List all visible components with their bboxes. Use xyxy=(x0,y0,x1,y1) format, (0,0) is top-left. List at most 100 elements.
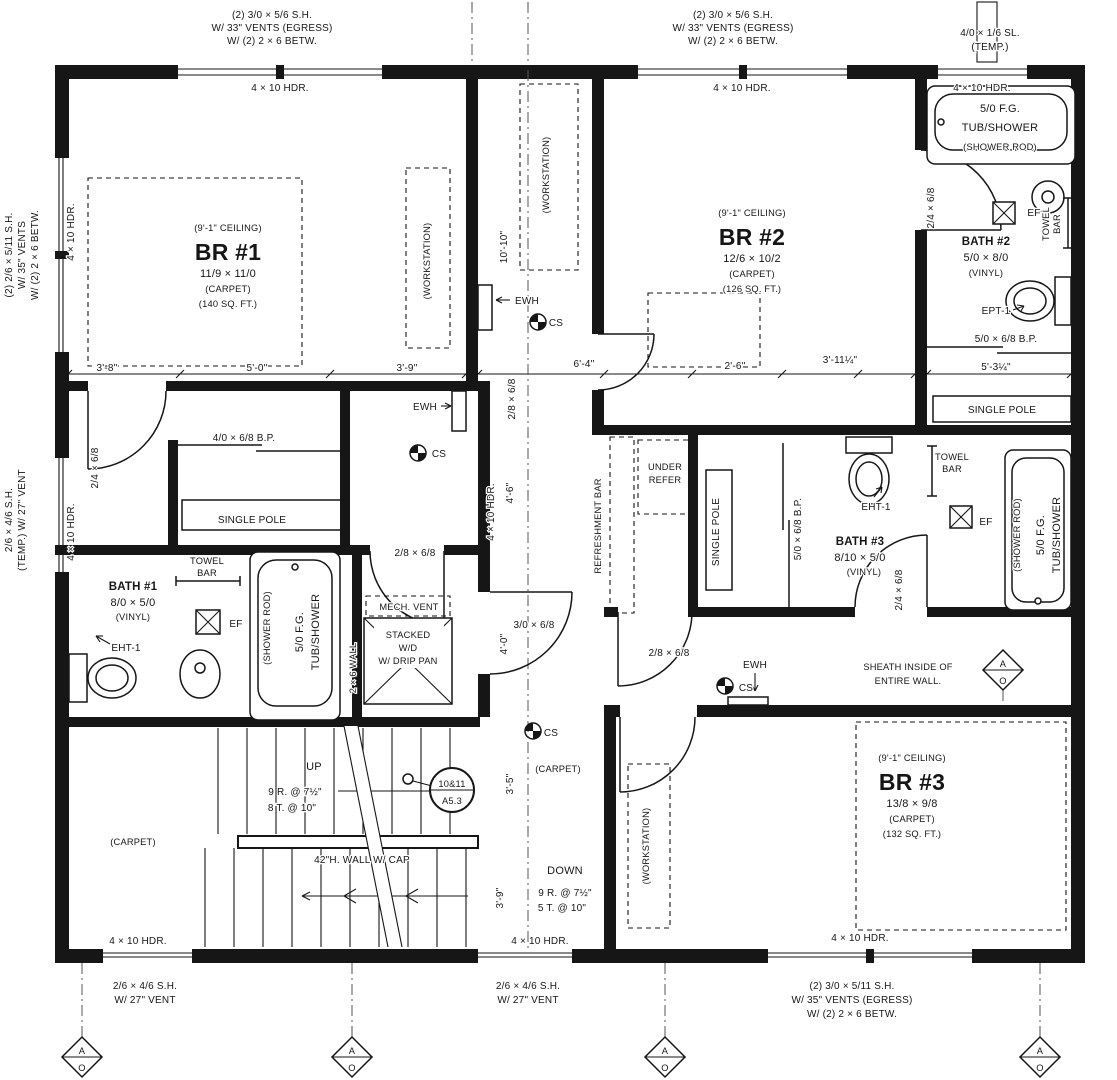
window-note-left-lower-1: 2/6 × 4/6 S.H. xyxy=(4,488,15,552)
closet2-bypass: 5/0 × 6/8 B.P. xyxy=(975,334,1037,345)
section-marker-wall: A O xyxy=(981,648,1025,692)
br3-area: (132 SQ. FT.) xyxy=(883,829,941,839)
dim-10-10: 10'-10" xyxy=(499,231,510,264)
leader-arrows xyxy=(95,296,1025,692)
bath1-eht: EHT-1 xyxy=(111,643,141,654)
dashed-outlines xyxy=(87,83,1067,931)
bath1-ef: EF xyxy=(229,619,242,630)
br2-ceiling: (9'-1" CEILING) xyxy=(718,208,785,218)
bath2-size: 5/0 × 8/0 xyxy=(964,252,1009,264)
window-note-top-right-2: W/ 33" VENTS (EGRESS) xyxy=(672,23,793,34)
closet1-pole: SINGLE POLE xyxy=(218,515,286,526)
bath3-toilet xyxy=(845,436,893,505)
stair-down-treads: 5 T. @ 10" xyxy=(538,903,587,914)
bath2-exhaust-fan xyxy=(992,201,1016,225)
stair-guard-wall xyxy=(237,835,479,849)
section-marker-4: A O xyxy=(1018,1035,1062,1079)
cs-symbol-2 xyxy=(409,444,427,462)
under-refer-1: UNDER xyxy=(648,462,682,472)
window-note-slider-1: 4/0 × 1/6 SL. xyxy=(960,28,1020,39)
bath2-tub xyxy=(926,85,1076,165)
section-marker-3: A O xyxy=(643,1035,687,1079)
closet3-pole: SINGLE POLE xyxy=(711,498,722,566)
marker-letter-o: O xyxy=(1036,1063,1043,1073)
closet3-bypass: 5/0 × 6/8 B.P. xyxy=(793,498,804,560)
window-note-left-upper-3: W/ (2) 2 × 6 BETW. xyxy=(30,210,41,300)
stair-up-treads: 8 T. @ 10" xyxy=(268,803,317,814)
bath3-tub-label-2: TUB/SHOWER xyxy=(1051,497,1063,574)
dim-6-4: 6'-4" xyxy=(574,359,595,370)
bath1-tub-label-2: TUB/SHOWER xyxy=(310,594,322,671)
bath2-toilet xyxy=(1005,276,1072,326)
refreshment-bar-label: REFRESHMENT BAR xyxy=(593,478,603,573)
window-note-top-right-3: W/ (2) 2 × 6 BETW. xyxy=(688,36,778,47)
door-size: 2/8 × 6/8 xyxy=(507,378,518,419)
workstation-3-outline xyxy=(627,763,671,929)
wall-2x6-label: 2 × 6 WALL xyxy=(348,643,358,694)
window-note-bottom-mid-1: 2/6 × 4/6 S.H. xyxy=(496,981,560,992)
bath2-tub-label-1: 5/0 F.G. xyxy=(980,103,1020,115)
refreshment-bar-counter xyxy=(609,436,635,614)
br3-name: BR #3 xyxy=(879,769,945,795)
dim-2-6: 2'-6" xyxy=(725,361,746,372)
annotations: (2) 3/0 × 5/6 S.H. W/ 33" VENTS (EGRESS)… xyxy=(3,9,1064,1021)
detail-callout xyxy=(402,767,475,813)
header-label: 4 × 10 HDR. xyxy=(486,483,497,541)
water-heater-2 xyxy=(451,390,467,432)
header-label: 4 × 10 HDR. xyxy=(66,503,77,561)
workstation-label: (WORKSTATION) xyxy=(541,137,551,214)
bath3-exhaust-fan xyxy=(949,505,973,529)
ewh-label: EWH xyxy=(413,402,437,413)
dim-3-11: 3'-11¼" xyxy=(823,354,858,366)
bath3-tub-label-1: 5/0 F.G. xyxy=(1035,515,1047,555)
bath1-size: 8/0 × 5/0 xyxy=(111,597,156,609)
br1-size: 11/9 × 11/0 xyxy=(200,268,256,280)
dim-4-6: 4'-6" xyxy=(505,482,516,503)
bath1-shower-rod: (SHOWER ROD) xyxy=(262,591,272,665)
bath2-floor: (VINYL) xyxy=(969,268,1003,278)
closet-pole-boxes xyxy=(181,395,1072,591)
bath3-size: 8/10 × 5/0 xyxy=(834,552,885,564)
br2-name: BR #2 xyxy=(719,224,785,250)
marker-letter-a: A xyxy=(662,1046,669,1056)
window-note-left-upper-1: (2) 2/6 × 5/11 S.H. xyxy=(4,212,15,297)
marker-letter-a: A xyxy=(1037,1046,1044,1056)
bath3-eht: EHT-1 xyxy=(861,502,891,513)
bath3-towel-2: BAR xyxy=(942,464,962,474)
marker-letter-o: O xyxy=(999,676,1006,686)
bath1-towel-2: BAR xyxy=(197,568,217,578)
header-label: 4 × 10 HDR. xyxy=(109,936,167,947)
closet2-pole: SINGLE POLE xyxy=(968,405,1036,416)
header-label: 4 × 10 HDR. xyxy=(251,83,309,94)
door-swings xyxy=(87,149,1071,793)
stair-down-risers: 9 R. @ 7½" xyxy=(538,888,592,899)
under-refer-outline xyxy=(637,439,693,515)
door-size: 2/4 × 6/8 xyxy=(90,447,101,488)
br1-floor: (CARPET) xyxy=(205,284,251,294)
cs-label: CS xyxy=(549,318,563,329)
dim-3-9: 3'-9" xyxy=(397,363,418,374)
br3-ceiling: (9'-1" CEILING) xyxy=(878,753,945,763)
bath1-toilet xyxy=(68,653,137,703)
ewh-label: EWH xyxy=(515,296,539,307)
dim-5-0: 5'-0" xyxy=(247,363,268,374)
bath2-sink xyxy=(1031,180,1065,214)
stair-break-line xyxy=(343,725,403,948)
sheath-note-2: ENTIRE WALL. xyxy=(875,676,942,686)
window-note-left-lower-2: (TEMP.) W/ 27" VENT xyxy=(17,469,28,571)
door-size: 3/0 × 6/8 xyxy=(514,620,555,631)
window-note-bottom-mid-2: W/ 27" VENT xyxy=(497,995,558,1006)
towel-bar-bath2 xyxy=(1063,197,1073,249)
window-note-left-upper-2: W/ 35" VENTS xyxy=(17,221,28,289)
section-marker-2: A O xyxy=(330,1035,374,1079)
bath3-tub xyxy=(1004,449,1072,611)
header-label: 4 × 10 HDR. xyxy=(831,933,889,944)
window-note-bottom-right-3: W/ (2) 2 × 6 BETW. xyxy=(807,1009,897,1020)
workstation-label: (WORKSTATION) xyxy=(641,808,651,885)
bath1-tub-label-1: 5/0 F.G. xyxy=(294,612,306,652)
detail-callout-number: 10&11 xyxy=(438,779,465,789)
cs-label: CS xyxy=(739,683,753,694)
marker-letter-a: A xyxy=(79,1046,86,1056)
marker-letter-a: A xyxy=(349,1046,356,1056)
